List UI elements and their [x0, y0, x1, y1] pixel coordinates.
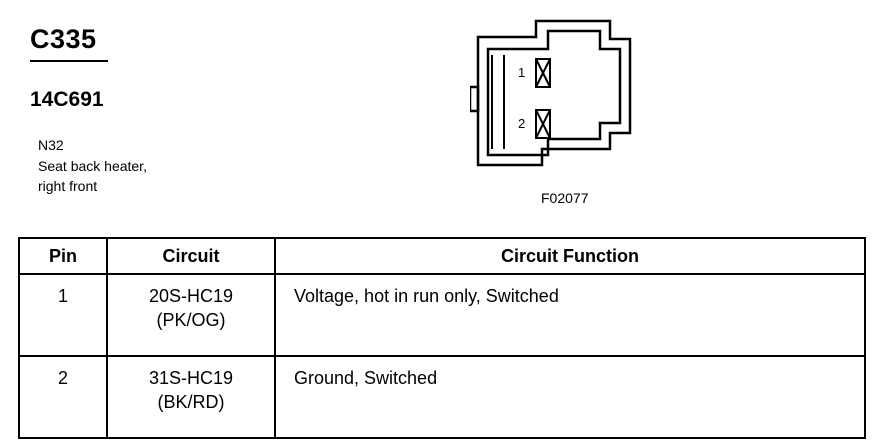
circuit-number: 20S-HC19	[148, 286, 234, 306]
component-description-line1: Seat back heater,	[38, 158, 147, 174]
connector-latch	[470, 85, 480, 113]
pin-2-label: 2	[518, 116, 525, 131]
connector-inner-outline	[486, 29, 622, 157]
pin-cell: 2	[18, 355, 108, 439]
circuit-function-cell: Voltage, hot in run only, Switched	[274, 273, 866, 357]
part-number: 14C691	[30, 88, 104, 111]
component-description-line2: right front	[38, 178, 98, 194]
pin-1-label: 1	[518, 65, 525, 80]
circuit-cell: 31S-HC19 (BK/RD)	[106, 355, 276, 439]
wire-color: (BK/RD)	[157, 392, 225, 412]
connector-face-diagram: 1 2	[470, 19, 632, 167]
pin-1-terminal	[535, 58, 551, 88]
connector-outline	[476, 19, 632, 167]
wire-color: (PK/OG)	[156, 310, 226, 330]
component-code: N32	[38, 137, 64, 153]
header-circuit-function: Circuit Function	[274, 237, 866, 275]
circuit-number: 31S-HC19	[148, 368, 234, 388]
pin-cell: 1	[18, 273, 108, 357]
table-row: 2 31S-HC19 (BK/RD) Ground, Switched	[18, 355, 866, 439]
title-underline	[30, 60, 108, 62]
table-row: 1 20S-HC19 (PK/OG) Voltage, hot in run o…	[18, 273, 866, 357]
header-circuit: Circuit	[106, 237, 276, 275]
pinout-table: Pin Circuit Circuit Function 1 20S-HC19 …	[18, 237, 866, 439]
pin-2-terminal	[535, 109, 551, 139]
table-header-row: Pin Circuit Circuit Function	[18, 237, 866, 275]
connector-id: C335	[30, 24, 97, 54]
circuit-function-cell: Ground, Switched	[274, 355, 866, 439]
header-pin: Pin	[18, 237, 108, 275]
circuit-cell: 20S-HC19 (PK/OG)	[106, 273, 276, 357]
figure-code: F02077	[541, 190, 589, 206]
